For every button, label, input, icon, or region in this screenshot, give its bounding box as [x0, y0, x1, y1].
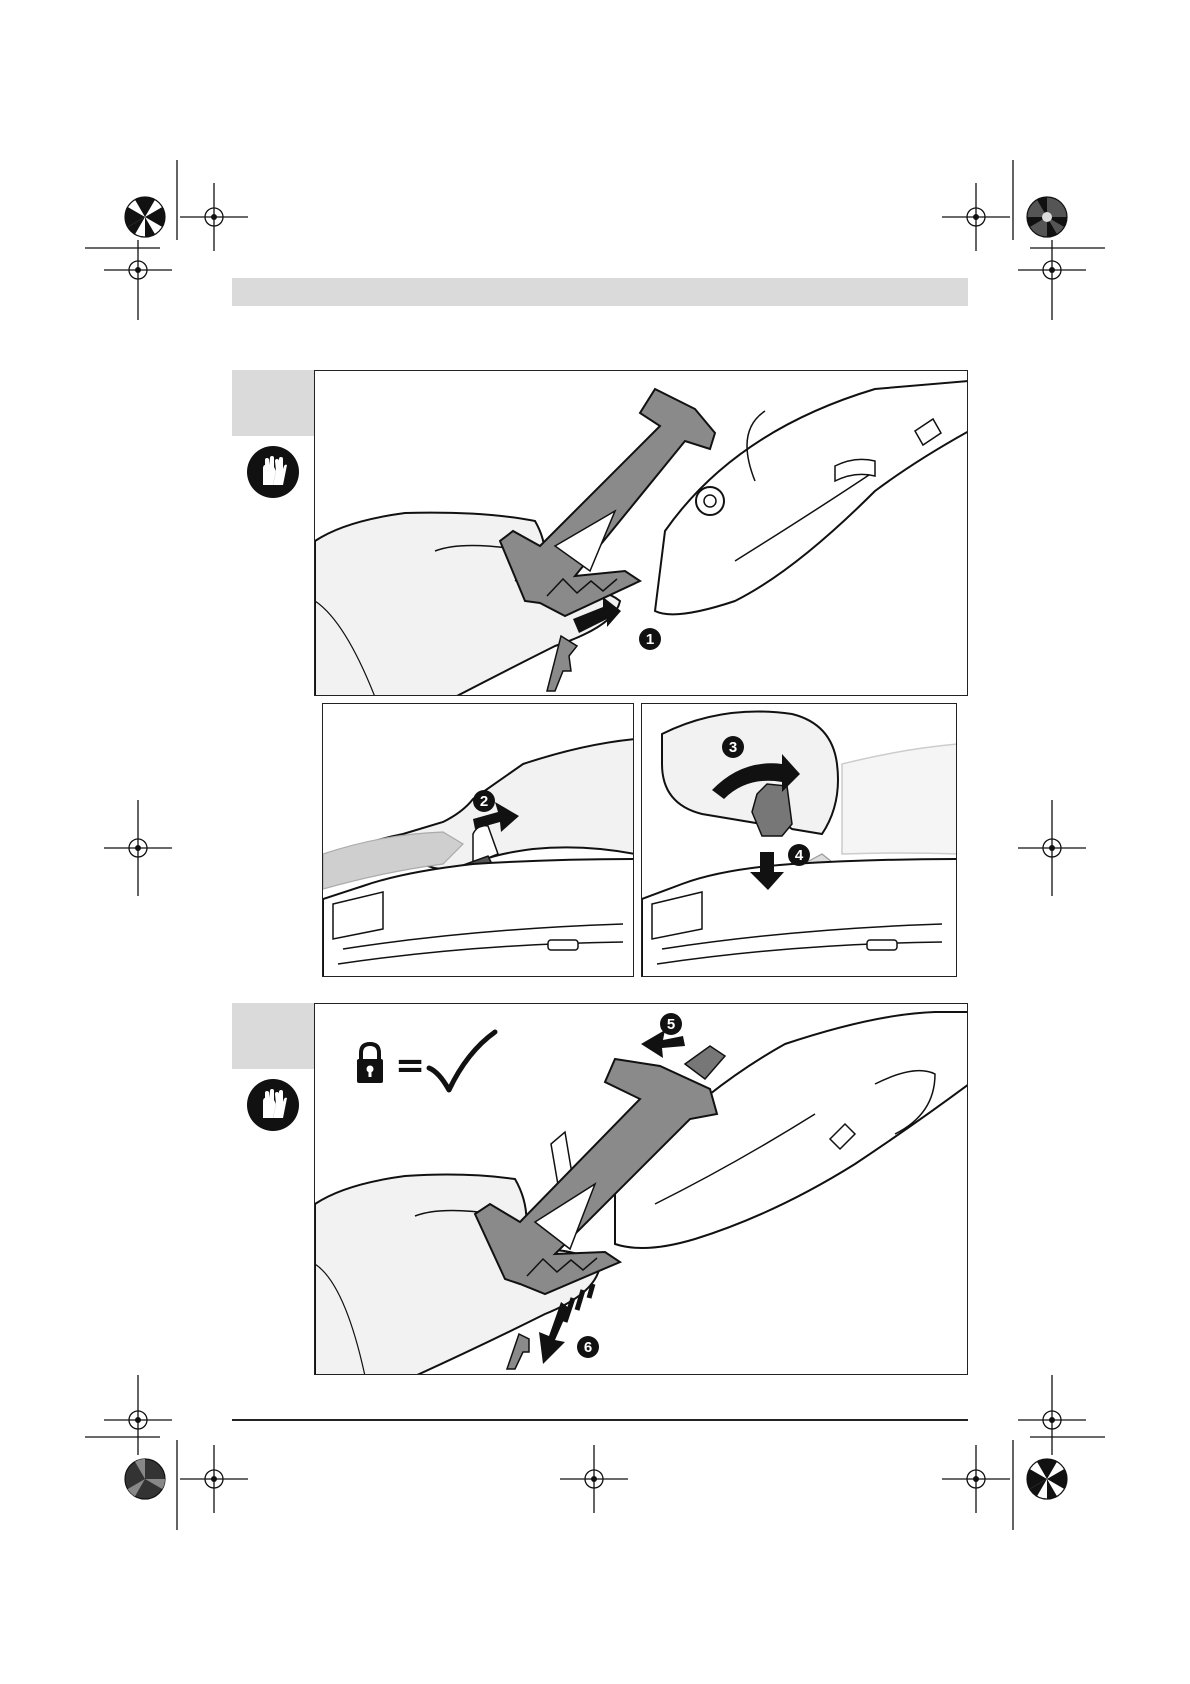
registration-crosshair-icon	[1018, 1375, 1086, 1455]
registration-crosshair-icon	[180, 183, 248, 251]
registration-crosshair-icon	[560, 1445, 628, 1513]
lock-closed-icon	[355, 1042, 385, 1084]
registration-crosshair-icon	[104, 1375, 172, 1455]
color-wheel-icon	[124, 196, 166, 238]
panel-lock-check: = 5 6	[314, 1003, 968, 1375]
color-wheel-icon	[124, 1458, 166, 1500]
color-wheel-icon	[1026, 196, 1068, 238]
panel-insert-blade: 1	[314, 370, 968, 696]
callout-6: 6	[577, 1336, 599, 1358]
callout-4: 4	[788, 844, 810, 866]
protective-gloves-icon	[246, 445, 300, 499]
registration-crosshair-icon	[1018, 800, 1086, 896]
footer-rule	[232, 1419, 968, 1421]
registration-crosshair-icon	[1018, 240, 1086, 320]
callout-2: 2	[473, 790, 495, 812]
subpanel-release-lever: 2	[322, 703, 634, 977]
header-bar	[232, 278, 968, 306]
registration-crosshair-icon	[104, 240, 172, 320]
step-tab-bottom	[232, 1003, 314, 1069]
registration-crosshair-icon	[180, 1445, 248, 1513]
callout-5: 5	[660, 1013, 682, 1035]
step-tab-top	[232, 370, 314, 436]
callout-1: 1	[639, 628, 661, 650]
registration-crosshair-icon	[942, 1445, 1010, 1513]
equals-sign: =	[395, 1048, 425, 1084]
checkmark-icon	[427, 1028, 497, 1094]
color-wheel-icon	[1026, 1458, 1068, 1500]
protective-gloves-icon	[246, 1078, 300, 1132]
registration-crosshair-icon	[942, 183, 1010, 251]
subpanel-insert-shoe: 3 4	[641, 703, 957, 977]
callout-3: 3	[722, 736, 744, 758]
registration-crosshair-icon	[104, 800, 172, 896]
